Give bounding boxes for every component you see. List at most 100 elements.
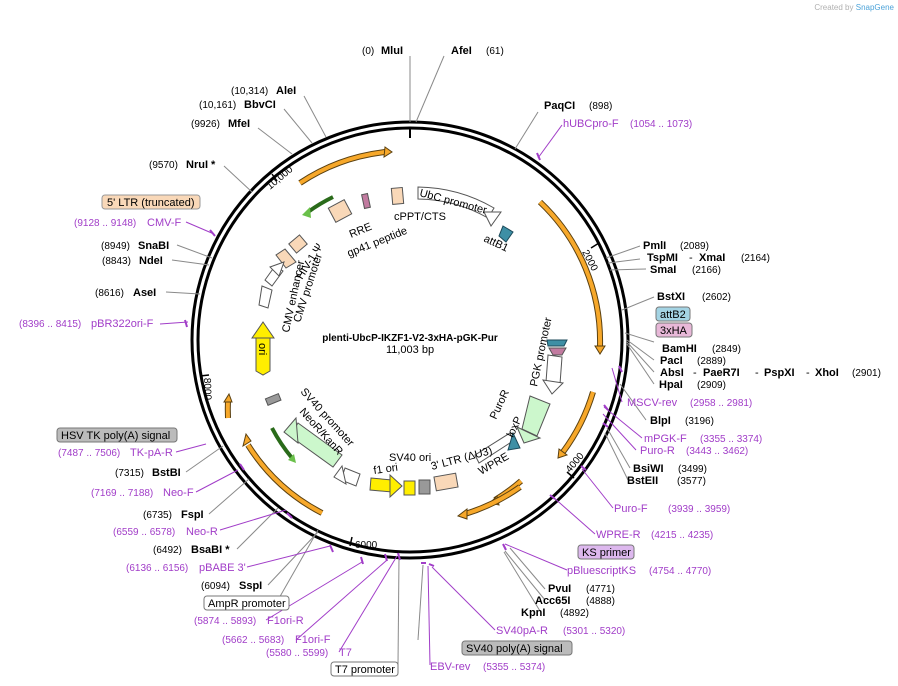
loxp-shape: [507, 431, 521, 451]
primer-hubcpro-name: hUBCpro-F: [563, 118, 619, 130]
primer-purof-range: (3939 .. 3959): [668, 504, 730, 515]
site-afei-pos: (61): [486, 46, 504, 57]
primer-neor-name: Neo-R: [186, 526, 218, 538]
box-ltr5-label: 5' LTR (truncated): [107, 197, 194, 209]
primer-neof-range: (7169 .. 7188): [91, 488, 153, 499]
site-bamhi-pos: (2849): [712, 344, 741, 355]
site-bstbi-pos: (7315): [115, 468, 144, 479]
f1-ori-shape: [369, 477, 393, 493]
site-xhoi-name: XhoI: [815, 367, 839, 379]
primer-markers: [184, 152, 623, 567]
site-bamhi-name: BamHI: [662, 343, 697, 355]
orf-arc-left: [246, 443, 323, 515]
primer-cmvf-range: (9128 .. 9148): [74, 218, 136, 229]
site-sspi-name: SspI: [239, 580, 262, 592]
site-bbvci-name: BbvCI: [244, 99, 276, 111]
primer-tkpa-range: (7487 .. 7506): [58, 448, 120, 459]
primer-purof-name: Puro-F: [614, 503, 648, 515]
site-pvui-name: PvuI: [548, 583, 571, 595]
site-hpai-pos: (2909): [697, 380, 726, 391]
hsv-tk-shape: [264, 392, 282, 406]
orf-arc-top-head: [383, 146, 393, 158]
plasmid-size: 11,003 bp: [386, 344, 434, 356]
site-ndei-pos: (8843): [102, 256, 131, 267]
primer-f1orir-name: F1ori-R: [267, 615, 304, 627]
site-bsteii-pos: (3577): [677, 476, 706, 487]
site-sspi-pos: (6094): [201, 581, 230, 592]
box-3xha-label: 3xHA: [660, 325, 688, 337]
site-smai-pos: (2166): [692, 265, 721, 276]
box-attb2: [655, 306, 691, 322]
primer-f1orif-range: (5662 .. 5683): [222, 635, 284, 646]
site-smai-name: SmaI: [650, 264, 676, 276]
box-ampr-promoter: [203, 595, 290, 611]
primer-wprer-range: (4215 .. 4235): [651, 530, 713, 541]
site-blpi-pos: (3196): [685, 416, 714, 427]
box-hsv-tk-label: HSV TK poly(A) signal: [61, 430, 170, 442]
site-bsiwi-pos: (3499): [678, 464, 707, 475]
site-paci-pos: (2889): [697, 356, 726, 367]
box-attb2-label: attB2: [660, 309, 686, 321]
orf-arc-b: [464, 485, 522, 516]
orf-arc-right-head: [594, 345, 606, 355]
box-ampr-promoter-label: AmpR promoter: [208, 598, 286, 610]
orf-arc-small-head: [223, 392, 233, 403]
f1-ori-label: f1 ori: [373, 462, 399, 477]
site-asei-pos: (8616): [95, 288, 124, 299]
site-acc65i-name: Acc65I: [535, 595, 570, 607]
site-alei-name: AleI: [276, 85, 296, 97]
ubc-promoter-head: [483, 211, 502, 227]
site-pspxi-name: PspXI: [764, 367, 795, 379]
primer-pbluescript-name: pBluescriptKS: [567, 565, 636, 577]
primer-mscvrev-name: MSCV-rev: [627, 397, 678, 409]
primer-neof-name: Neo-F: [163, 487, 194, 499]
puror-label: PuroR: [488, 388, 512, 421]
primer-pbr322-name: pBR322ori-F: [91, 318, 154, 330]
green-arc-top-head: [302, 207, 311, 218]
green-arc-left-head: [288, 454, 296, 463]
site-hpai-name: HpaI: [659, 379, 683, 391]
site-xmai-name: XmaI: [699, 252, 725, 264]
ori-shape: [255, 335, 271, 376]
site-paci-name: PacI: [660, 355, 683, 367]
ori-label: ori: [256, 343, 268, 355]
site-afei-name: AfeI: [451, 45, 472, 57]
box-ks-primer-label: KS primer: [582, 547, 631, 559]
primer-ebvrev-name: EBV-rev: [430, 661, 471, 673]
primer-hubcpro-range: (1054 .. 1073): [630, 119, 692, 130]
site-blpi-name: BlpI: [650, 415, 671, 427]
sv40-polya-shape: [418, 479, 431, 495]
tick-6000: 6000: [355, 540, 378, 551]
site-paer7i-name: PaeR7I: [703, 367, 740, 379]
box-ltr5: [101, 194, 201, 210]
site-kpni-name: KpnI: [521, 607, 545, 619]
box-t7-promoter-label: T7 promoter: [335, 664, 395, 676]
primer-mpgk-range: (3355 .. 3374): [700, 434, 762, 445]
primer-t7-name: T7: [339, 647, 352, 659]
primer-puror-name: Puro-R: [640, 445, 675, 457]
tick-6000-mark: [349, 536, 353, 547]
primer-wprer-name: WPRE-R: [596, 529, 641, 541]
primer-mscvrev-range: (2958 .. 2981): [690, 398, 752, 409]
site-absi-sep1: -: [693, 367, 697, 379]
site-bsabi-name: BsaBI *: [191, 544, 230, 556]
site-pmli-name: PmlI: [643, 240, 666, 252]
site-nrui-pos: (9570): [149, 160, 178, 171]
site-acc65i-pos: (4888): [586, 596, 615, 607]
site-paqci-pos: (898): [589, 101, 612, 112]
tick-10000-mark: [271, 173, 278, 182]
primer-pbabe-range: (6136 .. 6156): [126, 563, 188, 574]
site-snabi-name: SnaBI: [138, 240, 169, 252]
box-hsv-tk: [56, 427, 178, 443]
site-leaders: [165, 55, 655, 666]
orf-arc-left-head: [242, 432, 252, 448]
rre-label: RRE: [348, 221, 374, 241]
primer-tkpa-name: TK-pA-R: [130, 447, 173, 459]
tick-4000-mark: [566, 471, 575, 479]
ltr3-shape: [433, 472, 459, 492]
f1-ori-head: [389, 473, 403, 499]
orf-arc-top-edge: [298, 149, 386, 186]
orf-arc-left-edge: [245, 443, 324, 516]
snapgene-credit: Created by SnapGene: [814, 3, 894, 12]
